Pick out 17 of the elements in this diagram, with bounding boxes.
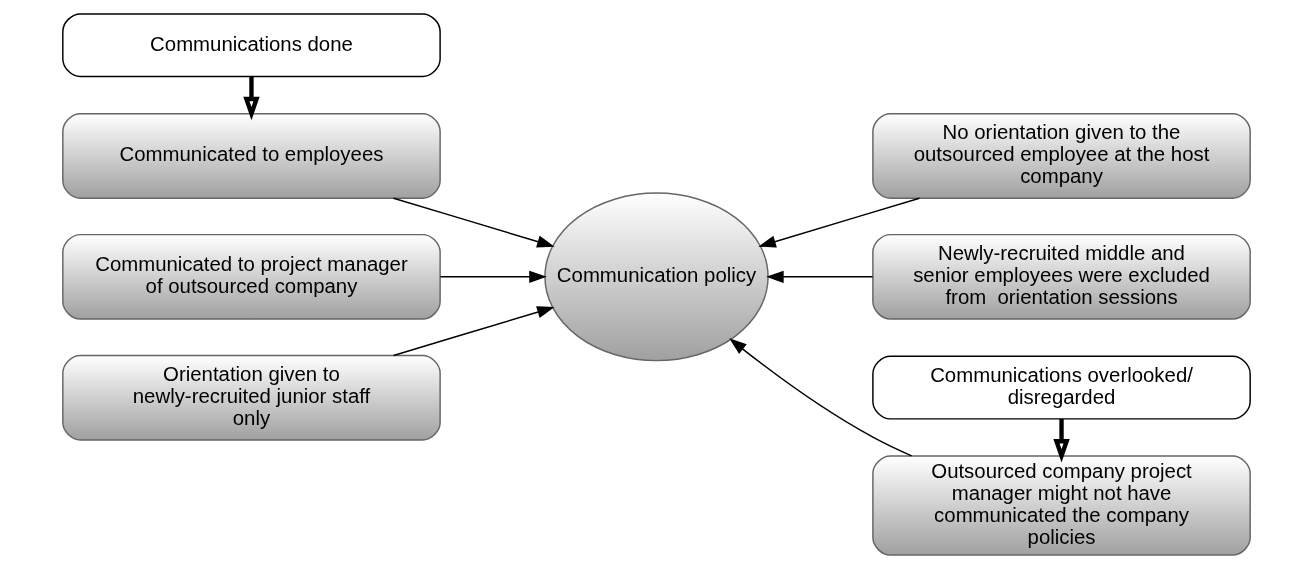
arrow: [1053, 419, 1070, 463]
node-box: Communicated to project manager of outsourced company: [62, 233, 441, 320]
node-box: Outsourced company project manager might not have communicated the company policies: [872, 455, 1251, 556]
node-box: No orientation given to the outsourced employee at the host company: [872, 112, 1251, 199]
node-ellipse: Communication policy: [544, 192, 769, 362]
node-box: Communications done: [62, 13, 441, 78]
arrow: [758, 197, 921, 248]
arrow: [729, 338, 913, 457]
node-box: Communications overlooked/ disregarded: [872, 355, 1251, 420]
node-box: Orientation given to newly-recruited junior staff only: [62, 354, 441, 441]
node-box: Communicated to employees: [62, 112, 441, 199]
arrow: [392, 197, 555, 248]
arrow: [766, 270, 874, 283]
arrow: [243, 76, 260, 121]
arrow: [392, 306, 555, 357]
node-box: Newly-recruited middle and senior employees were excluded from orientation sessions: [872, 233, 1251, 320]
arrow: [439, 270, 547, 283]
